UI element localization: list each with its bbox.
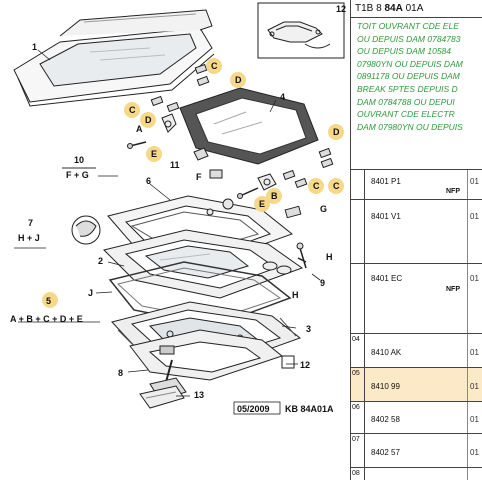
- table-row[interactable]: 06 8402 58 01: [351, 402, 482, 434]
- callout-11: 11: [170, 160, 180, 170]
- exploded-view-diagram: 1 4 6 11 2 3 8 9 12 12 13 10 F + G 7 H +…: [10, 2, 346, 415]
- callout-J: J: [88, 288, 93, 298]
- callout-C-right: C: [333, 181, 340, 191]
- callout-7-formula: H + J: [18, 233, 40, 243]
- note-line: OU DEPUIS DAM 0784783: [357, 33, 461, 44]
- note-line: TOIT OUVRANT CDE ELE: [357, 21, 459, 31]
- callout-12-lower: 12: [300, 360, 310, 370]
- callout-6: 6: [146, 176, 151, 186]
- callout-10: 10: [74, 155, 84, 165]
- row-index: 08: [351, 468, 365, 480]
- callout-C-left: C: [129, 105, 136, 115]
- callout-D-top: D: [235, 75, 242, 85]
- row-index: 07: [351, 434, 365, 467]
- callout-G: G: [320, 204, 327, 214]
- callout-H-right: H: [326, 252, 333, 262]
- callout-10-formula: F + G: [66, 170, 89, 180]
- callout-A: A: [136, 124, 143, 134]
- part-code: 8410 AK: [371, 348, 402, 357]
- quantity: 01: [470, 348, 479, 357]
- part-code: 8410 99: [371, 382, 400, 391]
- note-line: DAM 07980YN OU DEPUIS: [357, 121, 463, 132]
- callout-E-left: E: [151, 149, 157, 159]
- table-row[interactable]: 04 8410 AK 01: [351, 334, 482, 368]
- note-line: OUVRANT CDE ELECTR: [357, 109, 455, 120]
- callout-9: 9: [320, 278, 325, 288]
- callout-D-right: D: [333, 127, 340, 137]
- row-index: 04: [351, 334, 365, 367]
- parts-table: T1B 8 84A 01A TOIT OUVRANT CDE ELE OU DE…: [350, 0, 482, 480]
- table-row[interactable]: 8401 V1 01: [351, 200, 482, 264]
- row-index: [351, 264, 365, 333]
- row-index: [351, 200, 365, 263]
- callout-B: B: [271, 191, 278, 201]
- table-row-selected[interactable]: 05 8410 99 01: [351, 368, 482, 402]
- quantity: 01: [470, 274, 479, 283]
- note-line: 0891178 OU DEPUIS DAM: [357, 71, 460, 82]
- nfp-flag: NFP: [446, 286, 460, 293]
- part-code: 8402 58: [371, 415, 400, 424]
- row-index: 06: [351, 402, 365, 433]
- quantity: 01: [470, 212, 479, 221]
- date-box: 05/2009: [237, 404, 270, 414]
- drawing-ref: KB 84A01A: [285, 404, 334, 414]
- row-index: 05: [351, 368, 365, 401]
- ref-prefix: T1B 8: [355, 3, 382, 14]
- callout-5: 5: [46, 296, 51, 306]
- part-code: 8401 V1: [371, 212, 401, 221]
- note-line: DAM 0784788 OU DEPUI: [357, 96, 455, 107]
- callout-7: 7: [28, 218, 33, 228]
- callout-13: 13: [194, 390, 204, 400]
- callout-2: 2: [98, 256, 103, 266]
- quantity: 01: [470, 382, 479, 391]
- callout-E-right: E: [259, 199, 265, 209]
- sheet-reference-header: T1B 8 84A 01A: [351, 0, 482, 18]
- table-row[interactable]: 08: [351, 468, 482, 480]
- callout-12-inset: 12: [336, 4, 346, 14]
- callout-8: 8: [118, 368, 123, 378]
- table-row[interactable]: 8401 P1 NFP 01: [351, 170, 482, 200]
- quantity: 01: [470, 448, 479, 457]
- part-code: 8401 EC: [371, 274, 403, 283]
- nfp-flag: NFP: [446, 188, 460, 195]
- table-row[interactable]: 8401 EC NFP 01: [351, 264, 482, 334]
- ref-group: 84A: [384, 3, 403, 14]
- callout-4: 4: [280, 92, 285, 102]
- quantity: 01: [470, 415, 479, 424]
- note-line: BREAK 5PTES DEPUIS D: [357, 83, 458, 94]
- callout-H-lower: H: [292, 290, 299, 300]
- row-index: [351, 170, 365, 199]
- part-code: 8401 P1: [371, 177, 401, 186]
- callout-3: 3: [306, 324, 311, 334]
- quantity: 01: [470, 177, 479, 186]
- table-row[interactable]: 07 8402 57 01: [351, 434, 482, 468]
- callout-C-right2: C: [313, 181, 320, 191]
- part-code: 8402 57: [371, 448, 400, 457]
- application-notes: TOIT OUVRANT CDE ELE OU DEPUIS DAM 07847…: [351, 18, 482, 170]
- callout-C-top: C: [211, 61, 218, 71]
- ref-suffix: 01A: [405, 3, 424, 14]
- callout-D-left: D: [145, 115, 152, 125]
- note-line: OU DEPUIS DAM 10584: [357, 46, 452, 57]
- callout-5-formula: A + B + C + D + E: [10, 314, 83, 324]
- note-line: 07980YN OU DEPUIS DAM: [357, 58, 463, 69]
- callout-1: 1: [32, 42, 37, 52]
- callout-F: F: [196, 172, 202, 182]
